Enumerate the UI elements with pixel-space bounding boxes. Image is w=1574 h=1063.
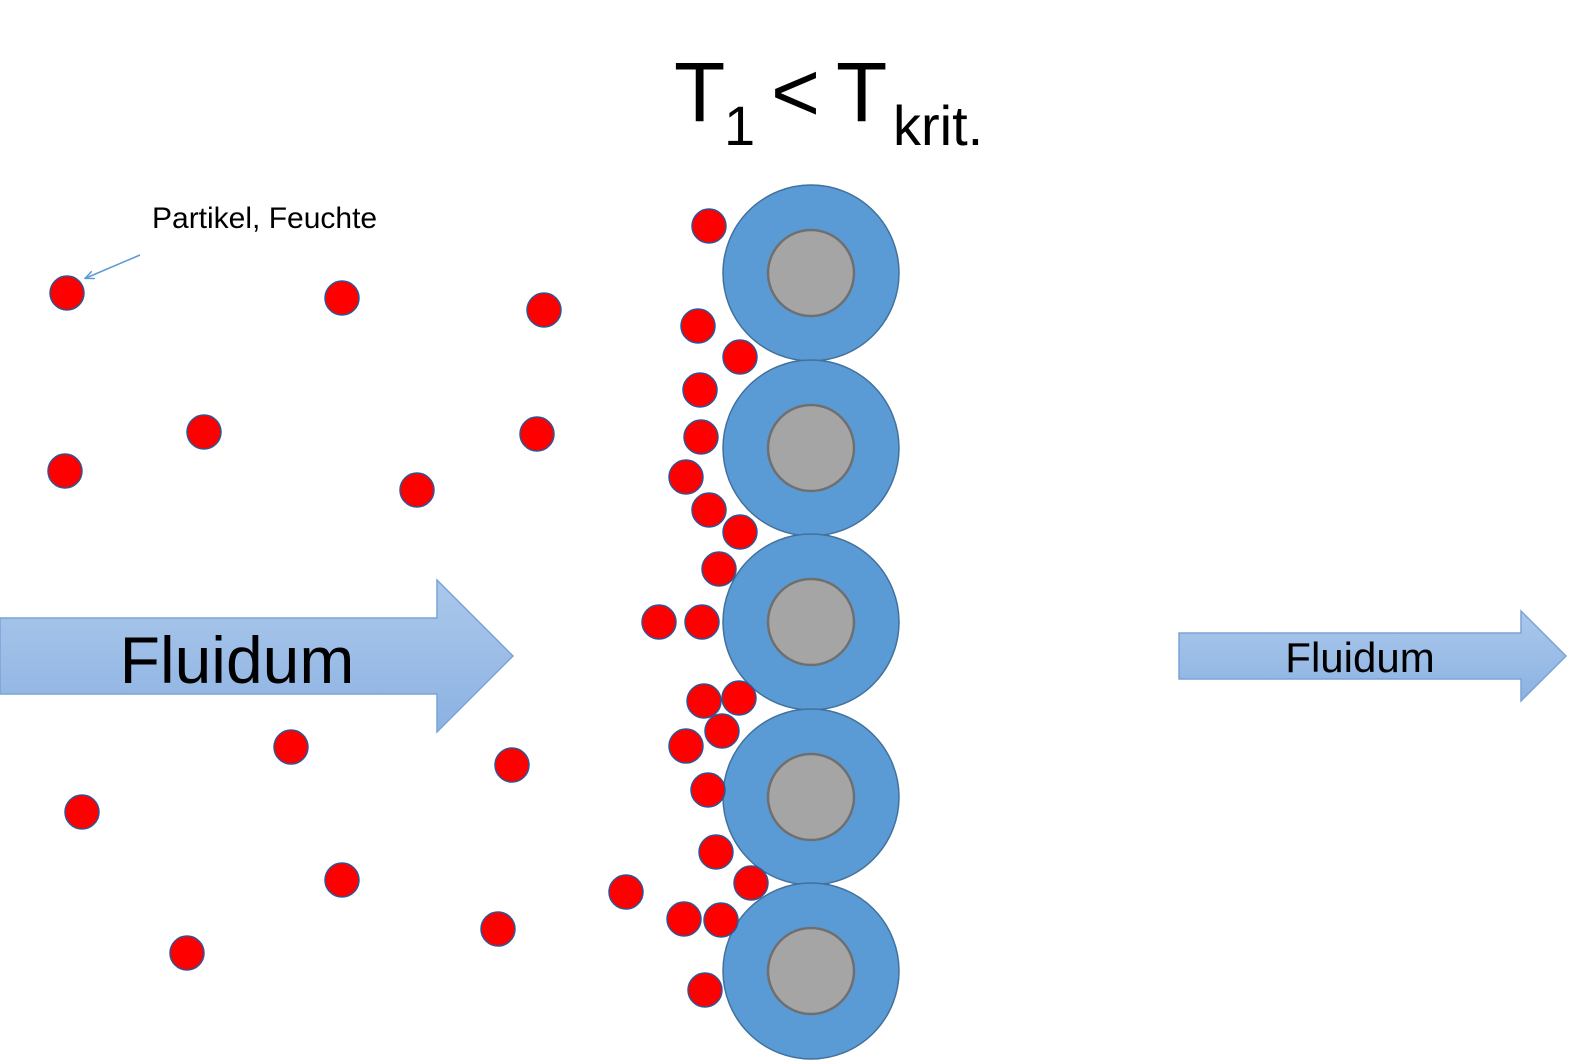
particle: [169, 935, 205, 971]
deposited-particles: [641, 208, 769, 1008]
outlet-arrow-shape: [1178, 609, 1568, 703]
particle: [47, 453, 83, 489]
particle: [64, 794, 100, 830]
particle: [682, 372, 718, 408]
fiber: [722, 184, 900, 362]
particle: [49, 275, 85, 311]
particle: [686, 683, 722, 719]
inlet-arrow-label: Fluidum: [120, 623, 355, 697]
fiber: [722, 359, 900, 537]
operator: <: [771, 45, 820, 139]
particle: [722, 514, 758, 550]
particle: [680, 308, 716, 344]
particle: [608, 874, 644, 910]
particle: [519, 416, 555, 452]
particle: [698, 834, 734, 870]
particle-annotation-label: Partikel, Feuchte: [152, 202, 377, 235]
particle: [526, 292, 562, 328]
particle: [494, 747, 530, 783]
lhs-subscript: 1: [724, 94, 755, 157]
particle: [690, 772, 726, 808]
rhs-symbol: T: [836, 45, 887, 139]
particle: [722, 339, 758, 375]
particle: [691, 208, 727, 244]
particle: [480, 911, 516, 947]
particle: [186, 414, 222, 450]
particle-annotation-leader: [86, 254, 141, 278]
outlet-arrow: Fluidum: [1178, 609, 1568, 703]
particle: [668, 459, 704, 495]
fiber: [722, 882, 900, 1060]
particle: [733, 865, 769, 901]
temperature-condition: T 1 < T krit.: [674, 45, 983, 157]
rhs-subscript: krit.: [893, 94, 983, 157]
outlet-arrow-label: Fluidum: [1285, 634, 1434, 681]
particle: [691, 492, 727, 528]
lhs-symbol: T: [674, 45, 725, 139]
fiber-core: [766, 228, 856, 318]
filter-fibers: [722, 184, 900, 1060]
inlet-arrow-shape: [0, 578, 515, 734]
fiber-core: [766, 926, 856, 1016]
particle: [683, 419, 719, 455]
free-particles: [47, 275, 644, 971]
particle: [324, 862, 360, 898]
particle: [703, 902, 739, 938]
particle: [687, 972, 723, 1008]
particle: [641, 604, 677, 640]
fiber-core: [766, 403, 856, 493]
particle: [701, 551, 737, 587]
inlet-arrow: Fluidum: [0, 578, 515, 734]
particle: [668, 728, 704, 764]
particle: [273, 729, 309, 765]
fiber-core: [766, 752, 856, 842]
particle-annotation: Partikel, Feuchte: [86, 202, 377, 278]
particle: [324, 280, 360, 316]
fiber: [722, 708, 900, 886]
fiber: [722, 533, 900, 711]
particle: [704, 713, 740, 749]
particle: [399, 472, 435, 508]
fiber-core: [766, 577, 856, 667]
particle: [684, 604, 720, 640]
particle: [721, 680, 757, 716]
particle: [666, 901, 702, 937]
temperature-condition-formula: T 1 < T krit.: [674, 45, 983, 157]
